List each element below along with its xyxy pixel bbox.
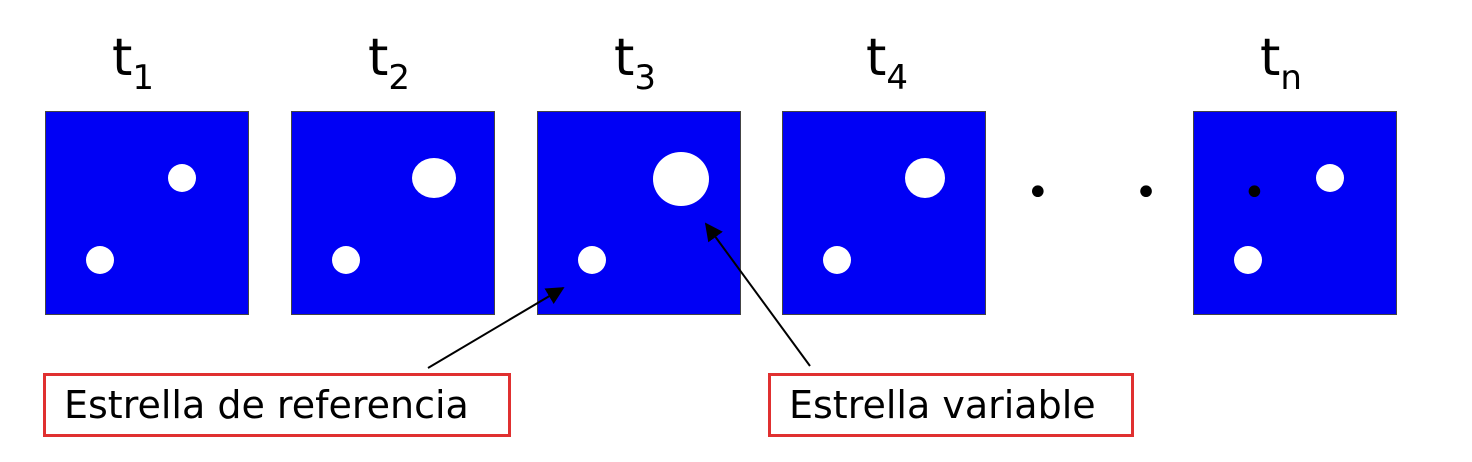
variable-star [168,164,196,192]
variable-star [1316,164,1344,192]
reference-star-callout: Estrella de referencia [43,373,511,437]
time-label-2: t2 [368,28,411,98]
frame-t3 [537,111,741,315]
reference-star [578,246,606,274]
reference-star [823,246,851,274]
variable-star [412,158,456,198]
variable-arrow [704,222,811,367]
time-label-1: t1 [112,28,155,98]
reference-star [332,246,360,274]
frame-t4 [782,111,986,315]
time-label-n: tn [1260,28,1302,98]
frame-tn [1193,111,1397,315]
time-label-3: t3 [614,28,657,98]
frame-t1 [45,111,249,315]
reference-star [86,246,114,274]
ellipsis: • • • [1026,170,1303,216]
variable-star [653,152,709,206]
variable-star-callout: Estrella variable [768,373,1134,437]
time-label-4: t4 [866,28,909,98]
frame-t2 [291,111,495,315]
variable-star [905,158,945,198]
reference-arrow [427,287,565,369]
reference-star [1234,246,1262,274]
